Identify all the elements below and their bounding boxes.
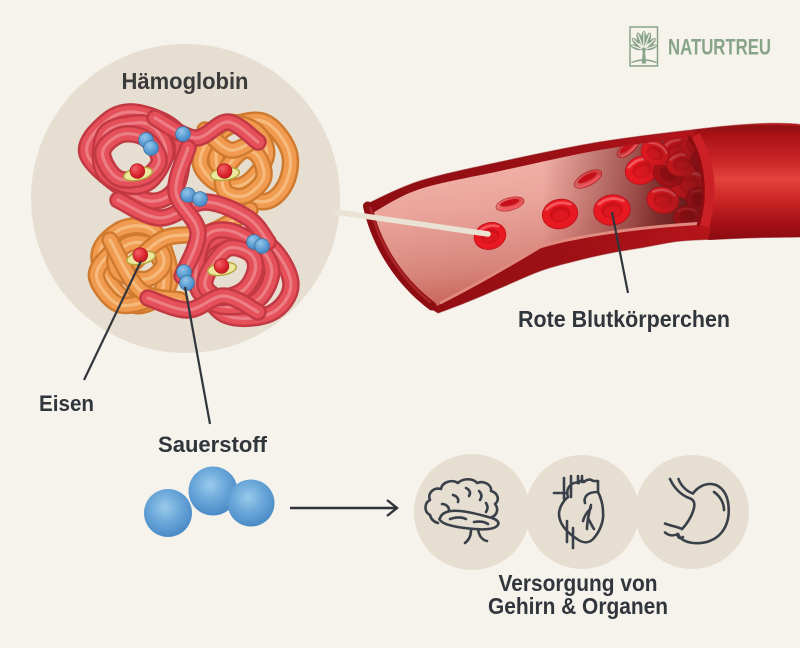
svg-text:Versorgung von: Versorgung von bbox=[499, 570, 658, 596]
svg-text:Gehirn & Organen: Gehirn & Organen bbox=[488, 593, 668, 619]
svg-text:NATURTREU: NATURTREU bbox=[668, 35, 771, 60]
svg-text:Rote Blutkörperchen: Rote Blutkörperchen bbox=[518, 306, 730, 332]
svg-text:Sauerstoff: Sauerstoff bbox=[158, 432, 268, 457]
svg-text:Hämoglobin: Hämoglobin bbox=[122, 68, 249, 94]
svg-text:Eisen: Eisen bbox=[39, 391, 94, 416]
